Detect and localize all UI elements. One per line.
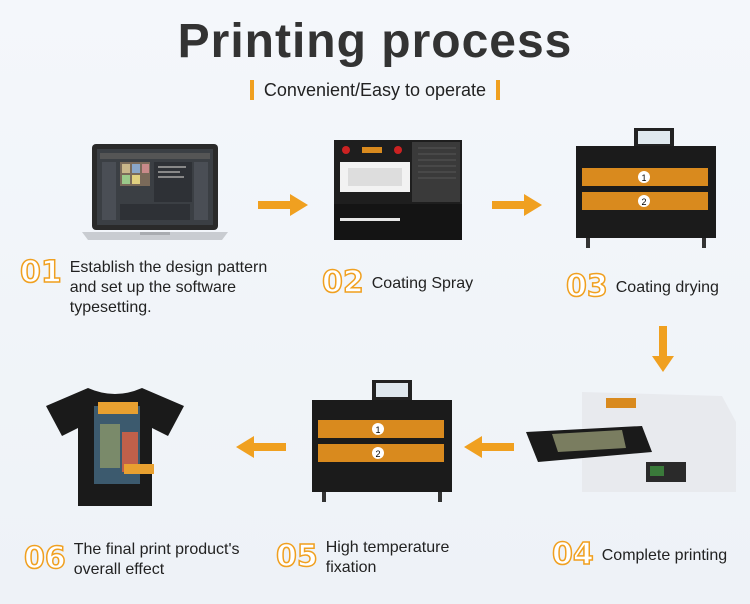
arrow-right-icon (258, 194, 308, 216)
svg-text:2: 2 (375, 449, 380, 459)
tshirt-icon (46, 388, 184, 506)
uv-printer-icon (526, 392, 736, 492)
step-02: 02 Coating Spray (321, 265, 474, 300)
arrow-right-icon (492, 194, 542, 216)
drying-oven-icon: 1 2 (576, 128, 716, 248)
step-number: 05 (275, 539, 318, 574)
step-label: Complete printing (601, 547, 728, 564)
svg-text:1: 1 (641, 173, 646, 183)
laptop-icon (82, 144, 228, 240)
step-04: 04 Complete printing (551, 537, 728, 572)
step-05: 05 High temperature fixation (275, 538, 476, 578)
step-label: The final print product's overall effect (73, 541, 240, 578)
fixation-oven-icon: 1 2 (312, 380, 452, 502)
step-03: 03 Coating drying (565, 269, 719, 304)
svg-text:1: 1 (375, 425, 380, 435)
svg-text:2: 2 (641, 197, 646, 207)
page-subtitle: Convenient/Easy to operate (0, 80, 750, 101)
coating-spray-machine-icon (334, 140, 462, 240)
step-06: 06 The final print product's overall eff… (23, 540, 254, 580)
subtitle-bar-right (496, 80, 501, 100)
step-label: Establish the design pattern and set up … (69, 259, 268, 316)
arrow-left-icon (236, 436, 286, 458)
step-label: High temperature fixation (325, 539, 450, 576)
step-number: 06 (23, 541, 66, 576)
arrow-down-icon (652, 326, 674, 372)
step-label: Coating Spray (371, 275, 474, 292)
step-number: 01 (19, 255, 62, 290)
step-label: Coating drying (615, 279, 719, 296)
step-01: 01 Establish the design pattern and set … (19, 255, 290, 318)
step-number: 04 (551, 537, 594, 572)
step-number: 03 (565, 269, 608, 304)
page-title: Printing process (177, 15, 573, 68)
subtitle-bar-left (249, 80, 254, 100)
step-number: 02 (321, 265, 364, 300)
subtitle-text: Convenient/Easy to operate (263, 80, 487, 100)
arrow-left-icon (464, 436, 514, 458)
